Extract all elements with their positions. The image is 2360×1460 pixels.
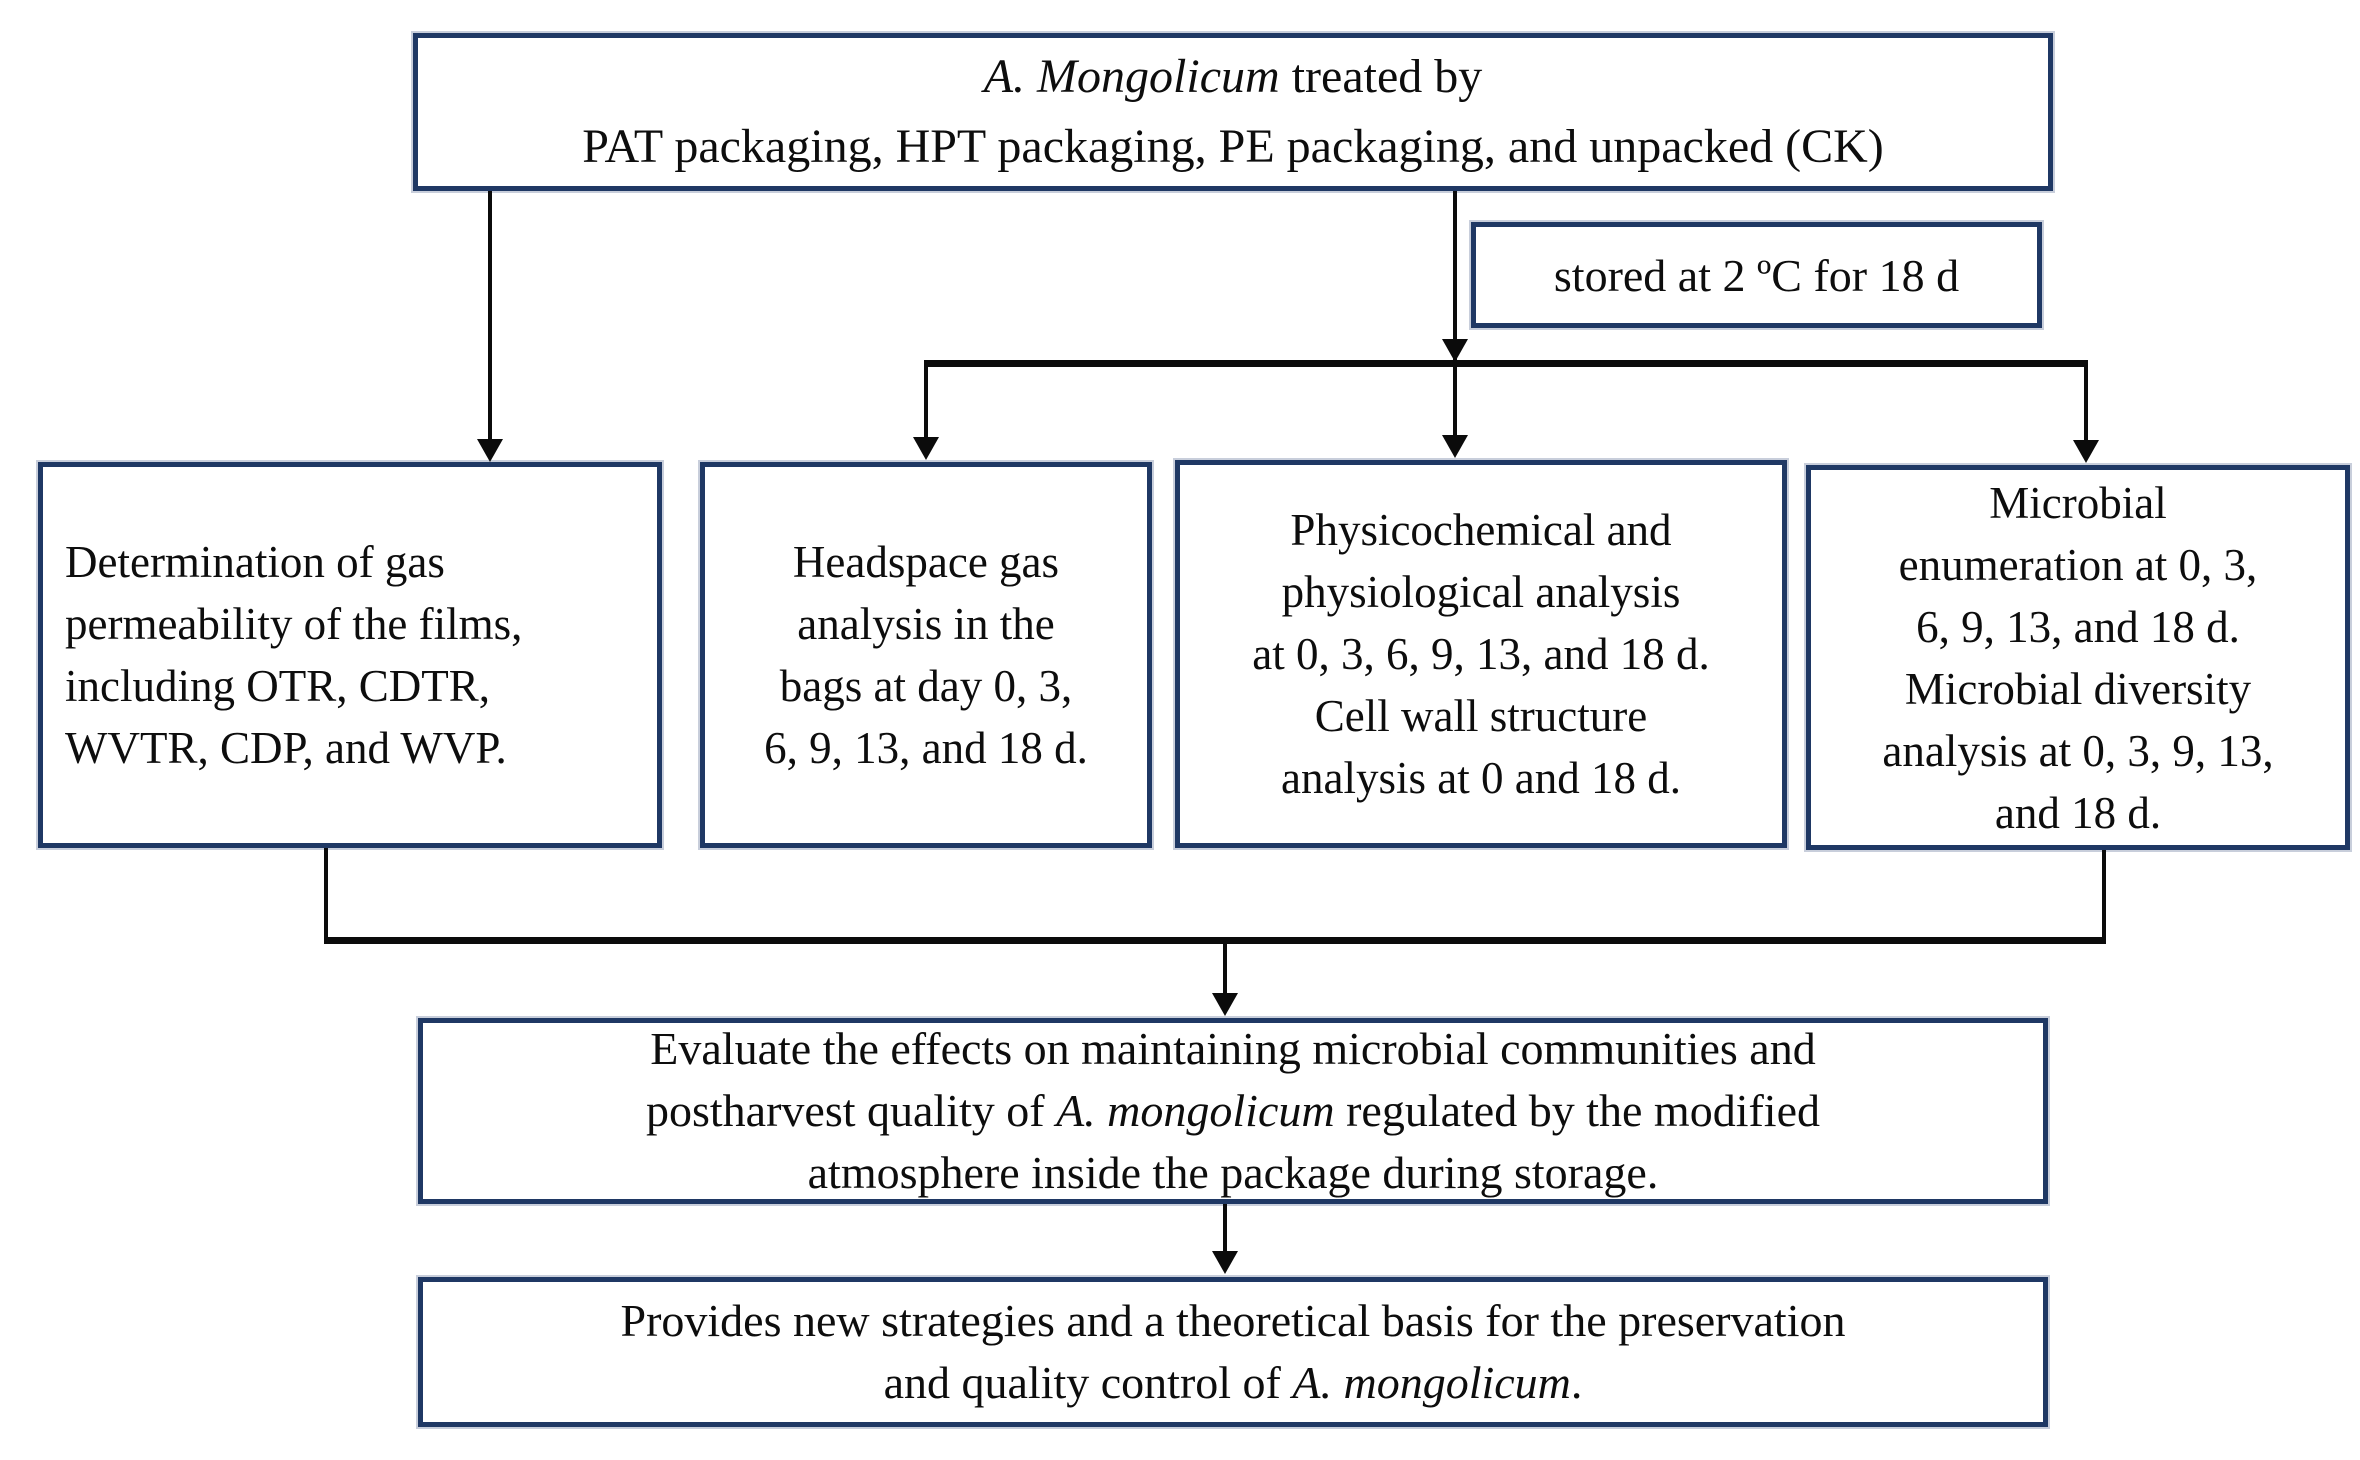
species-name-italic: A. Mongolicum <box>983 50 1280 103</box>
connector-films-to-collector <box>324 848 328 943</box>
connector-branch-to-microbial <box>2084 360 2088 440</box>
arrowhead-physicochemical <box>1442 435 1468 458</box>
species-name-italic: A. mongolicum <box>1056 1085 1335 1136</box>
arrowhead-provides <box>1212 1251 1238 1274</box>
connector-evaluate-to-provides <box>1223 1204 1227 1253</box>
arrowhead-branch-junction <box>1442 339 1468 362</box>
arrowhead-films <box>477 439 503 462</box>
arrowhead-evaluate <box>1212 993 1238 1016</box>
physicochemical-text: Physicochemical and physiological analys… <box>1252 505 1710 803</box>
arrowhead-headspace <box>913 437 939 460</box>
connector-top-to-branch <box>1453 191 1457 362</box>
evaluate-box: Evaluate the effects on maintaining micr… <box>418 1018 2048 1204</box>
connector-branch-to-physicochemical <box>1453 360 1457 436</box>
provides-text: Provides new strategies and a theoretica… <box>620 1295 1846 1408</box>
connector-branch-to-headspace <box>924 360 928 438</box>
physicochemical-box: Physicochemical and physiological analys… <box>1175 460 1787 848</box>
connector-collector-to-evaluate <box>1223 944 1227 995</box>
treatment-box: A. Mongolicum treated by PAT packaging, … <box>413 33 2053 191</box>
film-permeability-box: Determination of gas permeability of the… <box>38 462 662 848</box>
evaluate-text: Evaluate the effects on maintaining micr… <box>645 1023 1820 1198</box>
arrowhead-microbial <box>2073 440 2099 463</box>
headspace-gas-box: Headspace gas analysis in the bags at da… <box>700 462 1152 848</box>
packaging-line: PAT packaging, HPT packaging, PE packagi… <box>582 120 1884 173</box>
species-name-italic: A. mongolicum <box>1292 1357 1571 1408</box>
connector-collector-horizontal <box>324 937 2106 944</box>
provides-box: Provides new strategies and a theoretica… <box>418 1277 2048 1427</box>
film-permeability-text: Determination of gas permeability of the… <box>65 537 523 773</box>
storage-condition-box: stored at 2 ºC for 18 d <box>1471 222 2042 328</box>
connector-microbial-to-collector <box>2102 850 2106 943</box>
storage-condition-text: stored at 2 ºC for 18 d <box>1553 249 1960 301</box>
microbial-text: Microbial enumeration at 0, 3, 6, 9, 13,… <box>1882 477 2274 838</box>
connector-top-to-films <box>488 191 492 441</box>
treatment-box-text: A. Mongolicum treated by PAT packaging, … <box>582 42 1884 182</box>
headspace-gas-text: Headspace gas analysis in the bags at da… <box>764 537 1088 773</box>
connector-branch-horizontal <box>924 360 2088 367</box>
microbial-box: Microbial enumeration at 0, 3, 6, 9, 13,… <box>1806 465 2350 850</box>
